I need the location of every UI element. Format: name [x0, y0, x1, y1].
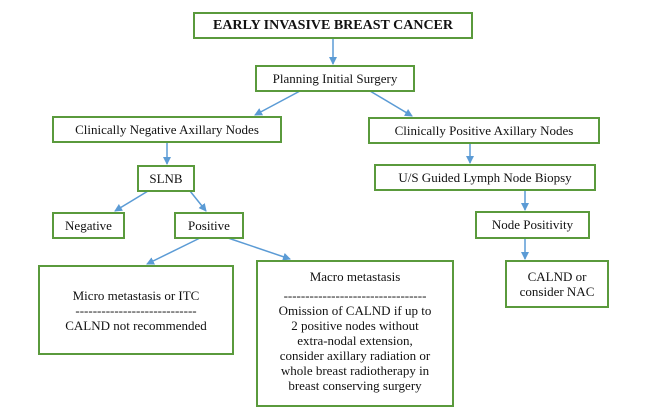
planning-node: Planning Initial Surgery	[255, 65, 415, 92]
calnd-line: consider NAC	[519, 284, 595, 299]
arrow-positive-to-macro	[227, 237, 291, 261]
micro-divider: ----------------------------	[75, 302, 197, 318]
macro-divider: ---------------------------------	[283, 288, 427, 303]
macro-line: whole breast radiotherapy in	[280, 363, 430, 378]
calnd-line: CALND or	[527, 269, 587, 284]
macro-line: Omission of CALND if up to	[278, 303, 432, 318]
macro-line: consider axillary radiation or	[279, 348, 431, 363]
micro-title: Micro metastasis or ITC	[72, 287, 200, 303]
macro-line: 2 positive nodes without	[291, 318, 419, 333]
arrow-slnb-to-negative	[114, 190, 149, 212]
arrow-positive-to-micro	[146, 237, 201, 265]
root-node: EARLY INVASIVE BREAST CANCER	[193, 12, 473, 39]
clinically-negative-node: Clinically Negative Axillary Nodes	[52, 116, 282, 143]
micro-metastasis-node: Micro metastasis or ITC ----------------…	[38, 265, 234, 355]
macro-title: Macro metastasis	[309, 269, 401, 284]
negative-node: Negative	[52, 212, 125, 239]
calnd-nac-node: CALND or consider NAC	[505, 260, 609, 308]
arrow-planning-to-clin-neg	[254, 90, 301, 116]
node-positivity-node: Node Positivity	[475, 211, 590, 239]
micro-recommendation: CALND not recommended	[65, 317, 207, 333]
positive-node: Positive	[174, 212, 244, 239]
macro-line: extra-nodal extension,	[297, 333, 413, 348]
slnb-node: SLNB	[137, 165, 195, 192]
macro-metastasis-node: Macro metastasis -----------------------…	[256, 260, 454, 407]
us-biopsy-node: U/S Guided Lymph Node Biopsy	[374, 164, 596, 191]
clinically-positive-node: Clinically Positive Axillary Nodes	[368, 117, 600, 144]
macro-line: breast conserving surgery	[288, 378, 422, 393]
arrow-planning-to-clin-pos	[369, 90, 413, 117]
arrow-slnb-to-positive	[189, 190, 207, 212]
